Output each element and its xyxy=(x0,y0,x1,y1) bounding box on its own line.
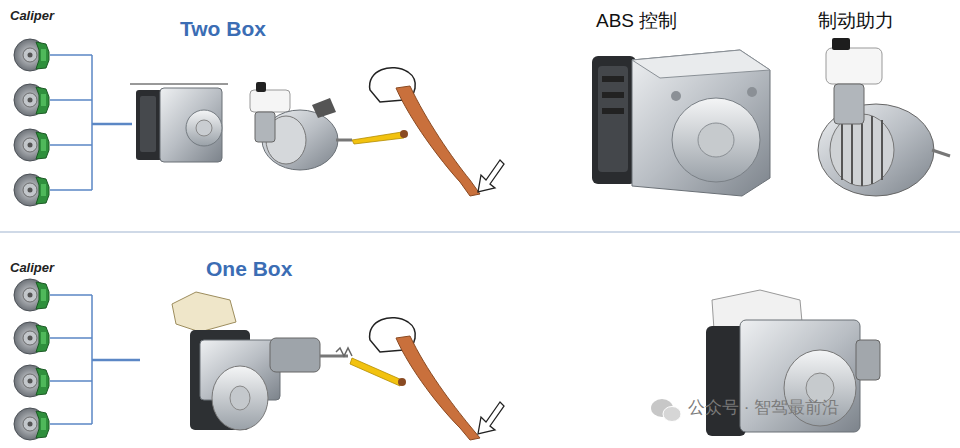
section-heading: One Box xyxy=(206,256,292,281)
caliper-label: Caliper xyxy=(10,8,54,24)
watermark: 公众号 · 智驾最前沿 xyxy=(688,398,839,418)
section-heading: Two Box xyxy=(180,16,266,41)
caliper-label: Caliper xyxy=(10,260,54,276)
product-label: 制动助力 xyxy=(818,10,894,33)
product-label: ABS 控制 xyxy=(596,10,677,33)
